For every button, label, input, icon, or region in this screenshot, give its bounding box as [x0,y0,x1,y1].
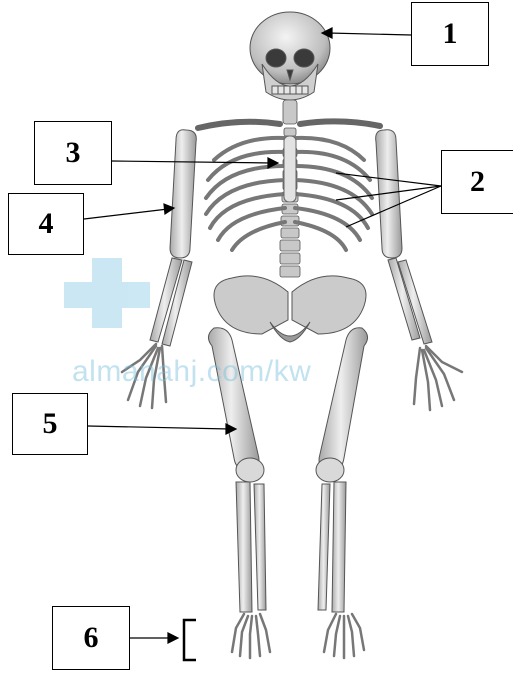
pointer-1 [328,33,411,35]
label-4: 4 [8,193,84,255]
kneecaps [236,458,344,482]
label-3: 3 [34,121,112,185]
arrowhead-6 [168,633,178,643]
watermark-logo [64,258,150,328]
pointer-4 [84,209,168,219]
pelvis [214,276,366,342]
lower-leg-bones [236,482,346,612]
skull [250,12,330,100]
label-6: 6 [52,606,130,670]
label-5: 5 [12,393,88,455]
feet [232,614,364,658]
sternum [284,136,296,202]
label-2: 2 [441,150,513,214]
watermark-text: almanahj.com/kw [72,355,311,389]
femur-bones [208,328,367,471]
bracket-6 [184,620,196,660]
pointer-5 [88,426,230,429]
label-1: 1 [411,2,489,66]
